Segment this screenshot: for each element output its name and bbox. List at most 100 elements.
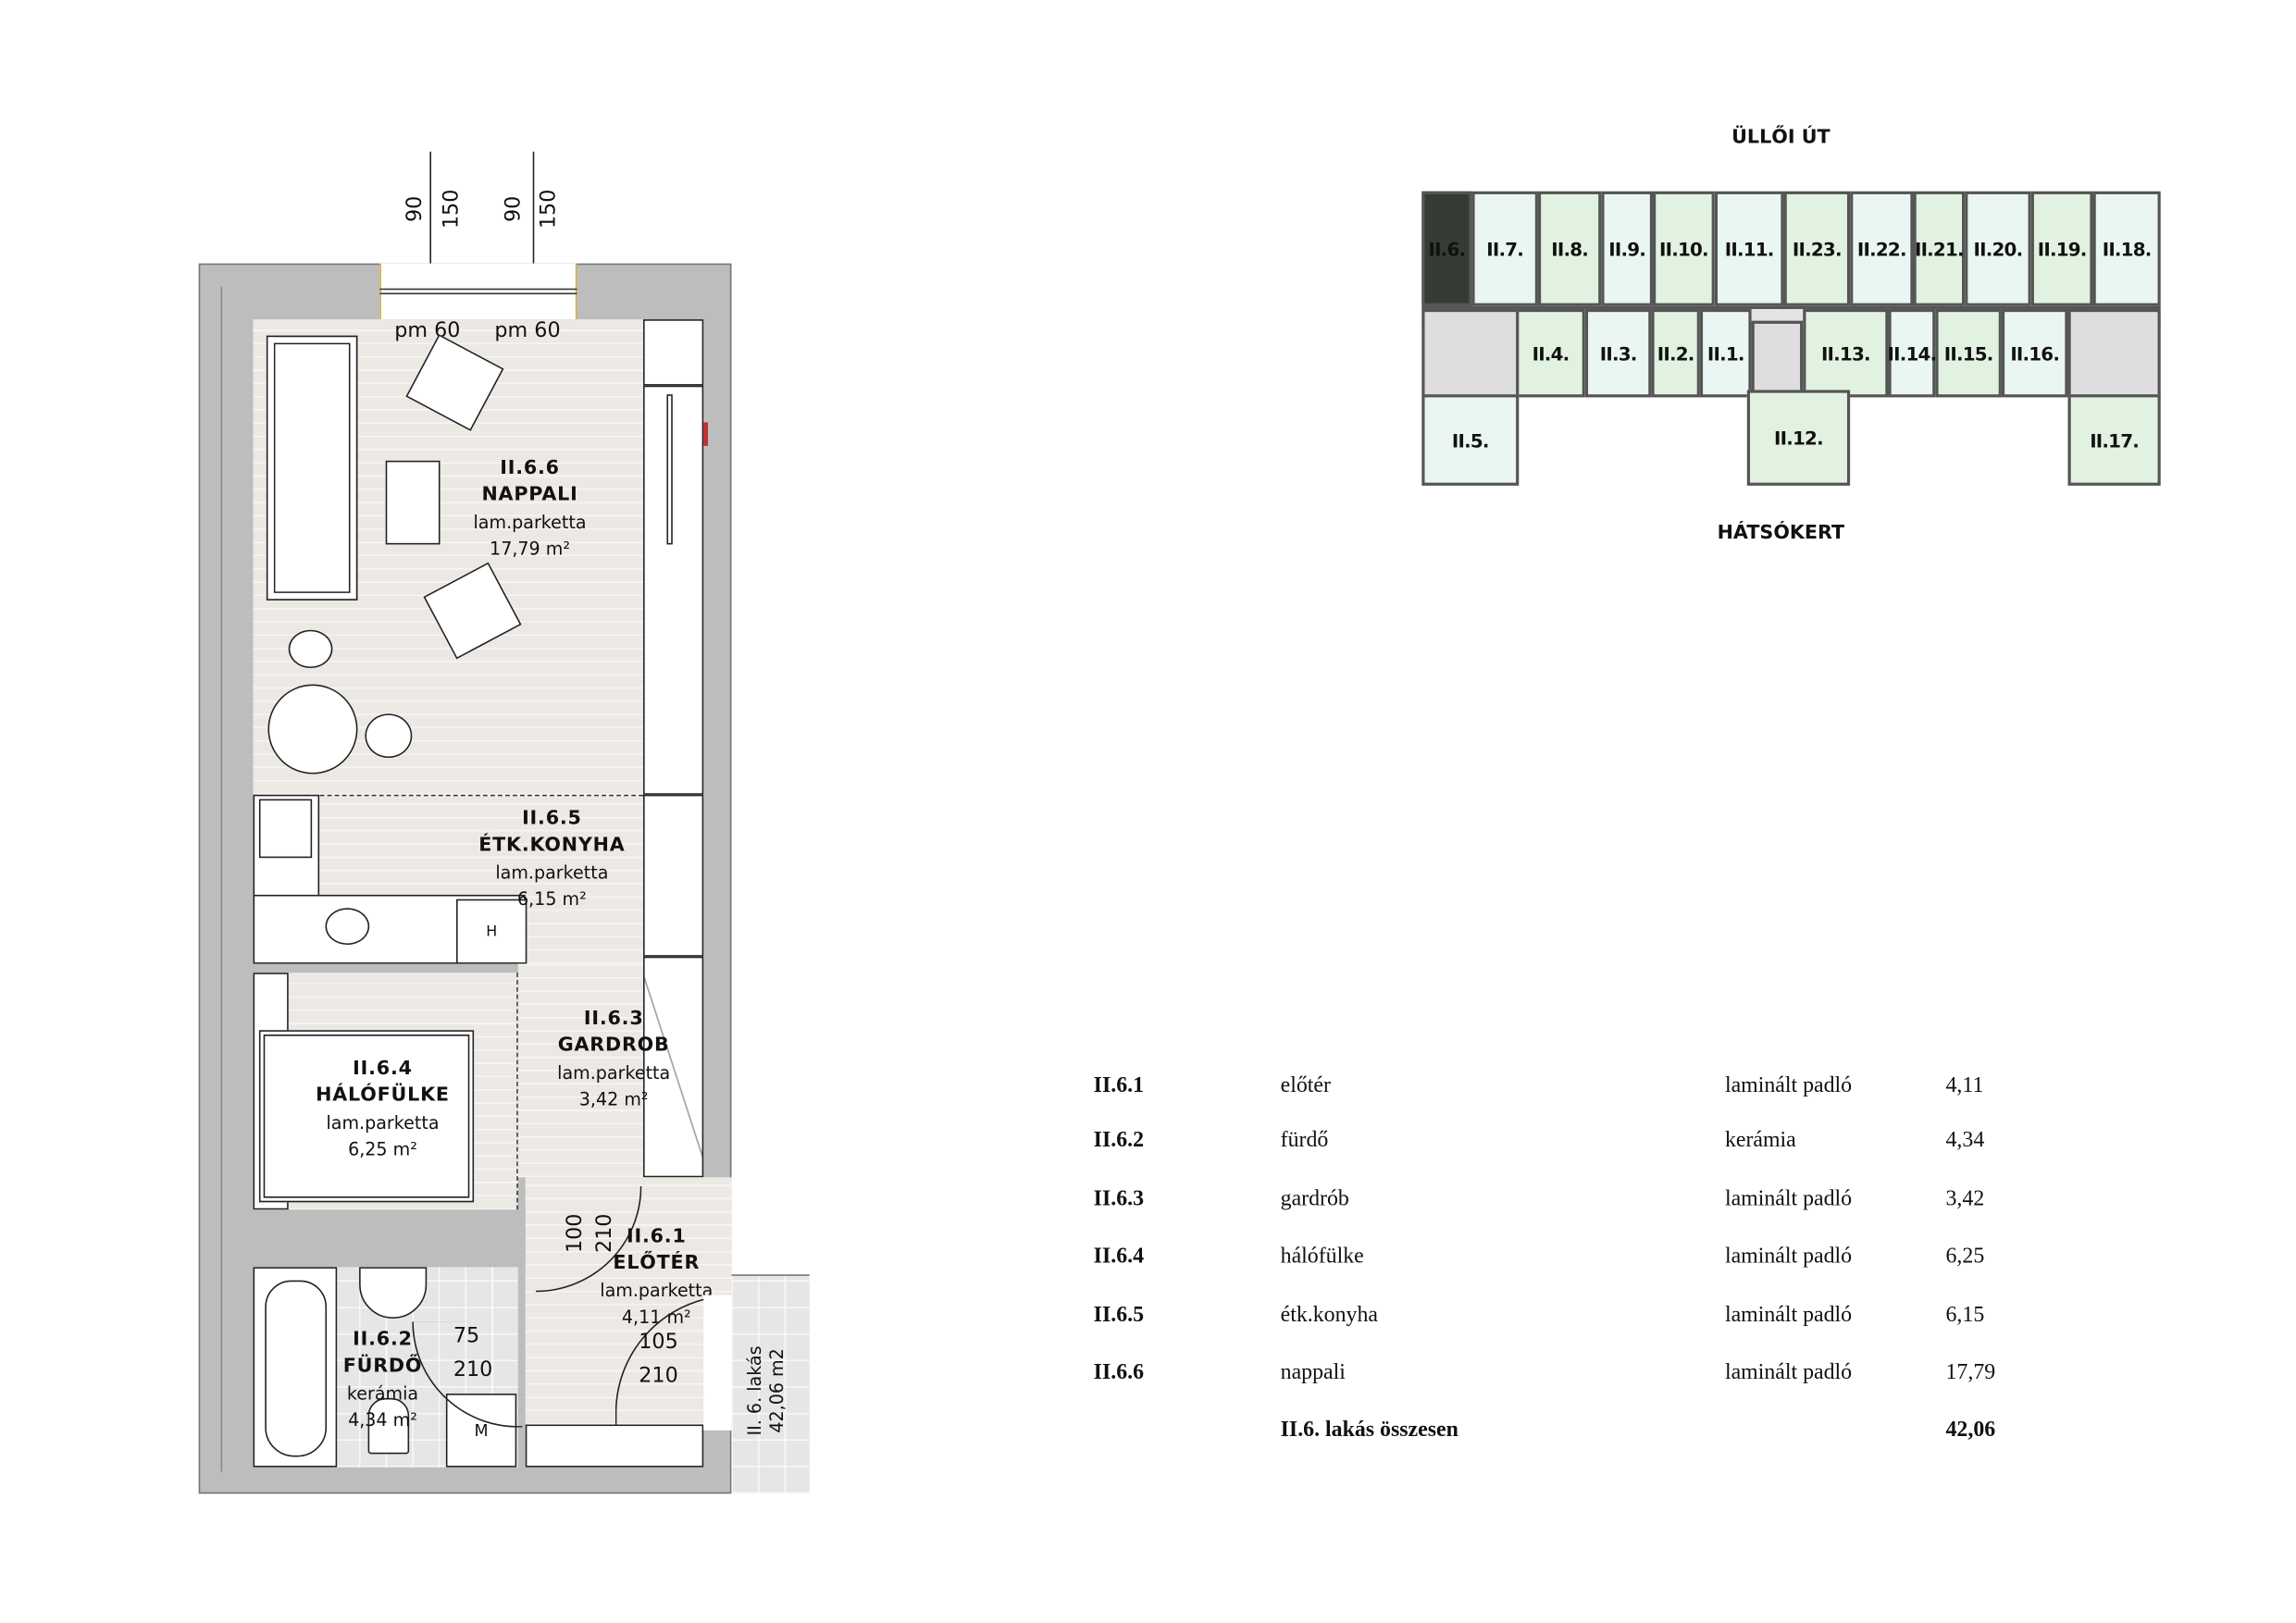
- unit-ii-11[interactable]: II.11.: [1714, 191, 1784, 306]
- total-value: 42,06: [1945, 1419, 1996, 1443]
- table-cell-code: II.6.6: [1093, 1361, 1145, 1385]
- unit-ii-3[interactable]: II.3.: [1584, 308, 1652, 398]
- dimension-line: [532, 151, 535, 358]
- unit-ii-13[interactable]: II.13.: [1803, 308, 1889, 398]
- side-block: [2067, 308, 2161, 398]
- room-name: HÁLÓFÜLKE: [316, 1084, 450, 1107]
- room-label-eloter: II.6.1 ELŐTÉR lam.parketta 4,11 m²: [583, 1224, 730, 1331]
- room-name: GARDROB: [557, 1035, 670, 1057]
- stair-core: [1751, 320, 1804, 398]
- table-cell-area: 6,15: [1945, 1304, 1985, 1328]
- room-label-konyha: II.6.5 ÉTK.KONYHA lam.parketta 6,15 m²: [471, 807, 633, 913]
- unit-ii-2[interactable]: II.2.: [1651, 308, 1700, 398]
- room-floor: lam.parketta: [600, 1280, 714, 1301]
- room-code: II.6.2: [353, 1329, 413, 1351]
- table-cell-floor: laminált padló: [1724, 1304, 1853, 1328]
- chair: [288, 629, 333, 669]
- table-cell-floor: laminált padló: [1724, 1245, 1853, 1269]
- table-cell-area: 17,79: [1945, 1361, 1996, 1385]
- unit-ii-16[interactable]: II.16.: [2001, 308, 2068, 398]
- window-label: pm 60: [394, 319, 461, 343]
- unit-ii-5[interactable]: II.5.: [1421, 394, 1520, 486]
- inner-wall-line: [220, 287, 223, 1472]
- unit-ii-1[interactable]: II.1.: [1699, 308, 1752, 398]
- bed: [258, 1030, 475, 1203]
- room-area: 3,42 m²: [578, 1088, 649, 1110]
- room-floor: kerámia: [346, 1382, 419, 1405]
- apartment-label: II. 6. lakás 42,06 m2: [745, 1309, 789, 1471]
- window-label: pm 60: [494, 319, 561, 343]
- unit-ii-7[interactable]: II.7.: [1471, 191, 1538, 306]
- door-dim: 210: [453, 1357, 493, 1382]
- room-floor: lam.parketta: [495, 861, 609, 884]
- common-corridor: [731, 1274, 810, 1494]
- apartment-area: 42,06 m2: [766, 1348, 788, 1433]
- unit-ii-22[interactable]: II.22.: [1850, 191, 1914, 306]
- coffee-table: [385, 460, 441, 545]
- room-area: 4,34 m²: [348, 1409, 417, 1431]
- door-dim: 75: [453, 1324, 480, 1348]
- unit-ii-14[interactable]: II.14.: [1888, 308, 1937, 398]
- unit-ii-4[interactable]: II.4.: [1516, 308, 1585, 398]
- unit-ii-20[interactable]: II.20.: [1965, 191, 2031, 306]
- table-cell-area: 4,34: [1945, 1128, 1985, 1153]
- unit-ii-21[interactable]: II.21.: [1913, 191, 1966, 306]
- unit-ii-18[interactable]: II.18.: [2092, 191, 2161, 306]
- unit-ii-15[interactable]: II.15.: [1935, 308, 2002, 398]
- unit-ii-23[interactable]: II.23.: [1783, 191, 1851, 306]
- fridge: H: [456, 898, 527, 964]
- unit-ii-17[interactable]: II.17.: [2067, 394, 2161, 486]
- room-code: II.6.3: [583, 1008, 644, 1031]
- room-floor: lam.parketta: [557, 1062, 671, 1084]
- window-dim: 150: [537, 189, 561, 229]
- table-cell-area: 6,25: [1945, 1245, 1985, 1269]
- window-opening: [379, 263, 577, 320]
- door-dim: 105: [639, 1330, 678, 1355]
- unit-ii-6[interactable]: II.6.: [1421, 191, 1472, 306]
- room-code: II.6.1: [626, 1225, 687, 1248]
- room-floor: lam.parketta: [473, 512, 587, 533]
- table-cell-code: II.6.1: [1093, 1073, 1145, 1098]
- room-area: 6,25 m²: [348, 1138, 417, 1160]
- table-cell-code: II.6.5: [1093, 1304, 1145, 1328]
- bathtub-basin: [265, 1280, 328, 1457]
- room-label-halofulke: II.6.4 HÁLÓFÜLKE lam.parketta 6,25 m²: [302, 1057, 464, 1163]
- room-area: 6,15 m²: [516, 888, 587, 910]
- door-dim: 210: [639, 1364, 678, 1388]
- room-code: II.6.4: [353, 1058, 413, 1081]
- room-name: ÉTK.KONYHA: [478, 834, 626, 857]
- unit-ii-8[interactable]: II.8.: [1537, 191, 1602, 306]
- table-cell-name: előtér: [1280, 1073, 1331, 1098]
- room-gardrob: [517, 963, 644, 1178]
- sink: [325, 908, 370, 946]
- table-cell-code: II.6.2: [1093, 1128, 1145, 1153]
- table-cell-area: 4,11: [1945, 1073, 1984, 1098]
- window-dim: 150: [440, 189, 464, 229]
- table-cell-name: hálófülke: [1280, 1245, 1364, 1269]
- street-label-bottom: HÁTSÓKERT: [1717, 522, 1845, 545]
- room-label-nappali: II.6.6 NAPPALI lam.parketta 17,79 m²: [441, 456, 618, 563]
- table-cell-floor: kerámia: [1724, 1128, 1796, 1153]
- sofa: [266, 335, 358, 601]
- room-label-furdo: II.6.2 FÜRDŐ kerámia 4,34 m²: [312, 1328, 453, 1434]
- wardrobe: [643, 319, 704, 386]
- unit-ii-9[interactable]: II.9.: [1601, 191, 1654, 306]
- room-name: NAPPALI: [481, 484, 578, 507]
- table-cell-name: étk.konyha: [1280, 1304, 1378, 1328]
- key-plan: ÜLLŐI ÚT HÁTSÓKERT II.6.II.7.II.8.II.9.I…: [1384, 118, 2208, 559]
- partition-wall: [253, 1209, 526, 1268]
- unit-ii-10[interactable]: II.10.: [1653, 191, 1715, 306]
- unit-ii-12[interactable]: II.12.: [1746, 390, 1851, 486]
- room-code: II.6.6: [500, 457, 560, 480]
- total-label: II.6. lakás összesen: [1280, 1419, 1458, 1443]
- unit-ii-19[interactable]: II.19.: [2030, 191, 2093, 306]
- tv: [666, 394, 673, 545]
- room-name: ELŐTÉR: [613, 1252, 701, 1275]
- chair: [365, 713, 413, 759]
- table-cell-floor: laminált padló: [1724, 1187, 1853, 1211]
- room-label-gardrob: II.6.3 GARDROB lam.parketta 3,42 m²: [533, 1007, 695, 1113]
- toilet: [367, 1397, 410, 1455]
- entry-opening: [703, 1295, 732, 1431]
- street-label-top: ÜLLŐI ÚT: [1731, 126, 1831, 149]
